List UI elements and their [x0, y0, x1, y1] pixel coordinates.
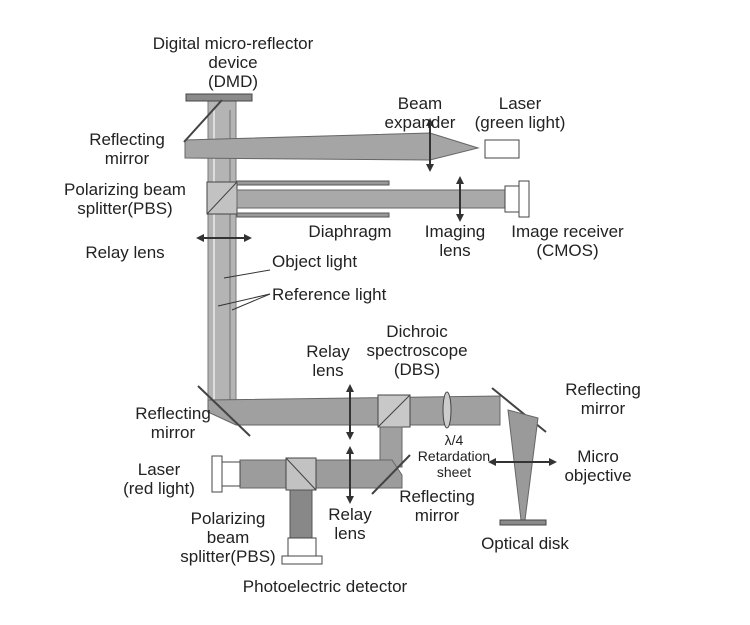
label-laser-green: Laser(green light): [474, 94, 566, 132]
middle-beam: [207, 395, 501, 426]
laser-red-body: [221, 461, 241, 487]
label-diaphragm: Diaphragm: [308, 222, 392, 241]
diaphragm-upper: [236, 180, 390, 186]
relay-lens-mid-head-a: [346, 384, 354, 392]
label-optical-disk: Optical disk: [481, 534, 569, 553]
detector-beam: [289, 489, 313, 539]
micro-objective-head-b: [549, 458, 557, 466]
detector-base: [281, 555, 323, 565]
relay-lens-left-head-b: [244, 234, 252, 242]
top-mirror-line: [183, 99, 223, 143]
imaging-beam: [236, 189, 506, 209]
label-photo-detector: Photoelectric detector: [242, 577, 408, 596]
optical-disk-plate: [499, 519, 547, 526]
cmos-face: [518, 180, 530, 218]
dmd-plate: [185, 93, 253, 102]
detector-body: [287, 537, 317, 557]
dbs-diagonal: [377, 394, 411, 428]
label-image-receiver: Image receiver(CMOS): [511, 222, 624, 260]
beam-expander-arrow-up: [426, 118, 434, 126]
label-reference-light: Reference light: [272, 285, 387, 304]
reference-light-leader-b: [231, 293, 271, 311]
relay-lens-bottom-head-b: [346, 496, 354, 504]
laser-red-face: [211, 455, 223, 493]
cmos-body: [504, 185, 520, 213]
green-beam: [184, 132, 480, 161]
objective-beam: [507, 409, 539, 521]
pbs-top-diagonal: [206, 181, 238, 215]
label-relay-lens-left: Relay lens: [85, 243, 165, 262]
imaging-lens-arrow-up: [456, 176, 464, 184]
label-laser-red: Laser(red light): [123, 460, 195, 498]
object-light-leader: [223, 269, 271, 279]
bottom-mirror-line: [371, 454, 411, 495]
laser-green: [484, 139, 520, 159]
relay-lens-bottom-head-a: [346, 446, 354, 454]
relay-lens-left-head-a: [196, 234, 204, 242]
micro-objective-head-a: [488, 458, 496, 466]
beam-expander-arrow-down: [426, 164, 434, 172]
imaging-lens-arrow-down: [456, 214, 464, 222]
label-object-light: Object light: [272, 252, 358, 271]
relay-lens-mid-head-b: [346, 432, 354, 440]
diaphragm-lower: [236, 212, 390, 218]
reference-light-leader-a: [217, 293, 271, 307]
pbs-bottom-diagonal: [285, 457, 317, 491]
retardation-sheet: [442, 391, 452, 429]
red-beam: [239, 459, 403, 489]
left-mirror-line: [197, 385, 251, 437]
